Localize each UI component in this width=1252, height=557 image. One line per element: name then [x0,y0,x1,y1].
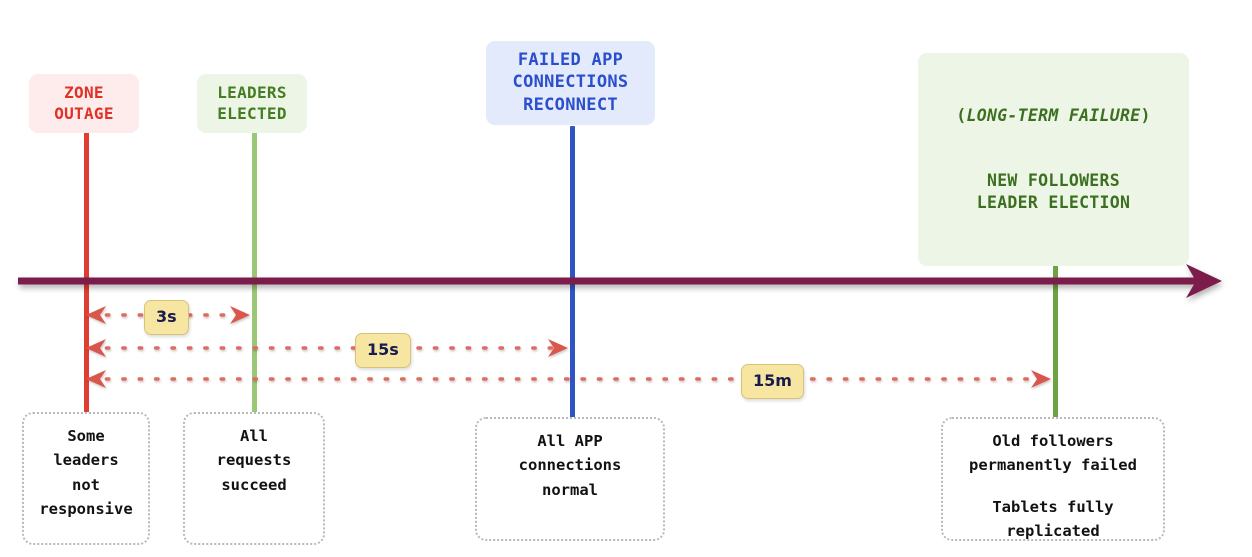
outcome-box-zone-outage: Some leaders not responsive [22,412,150,545]
event-label-failed-app-connections: FAILED APP CONNECTIONS RECONNECT [486,41,655,126]
duration-badge-3s: 3s [144,300,189,335]
event-line-leaders-elected [252,126,257,426]
outcome-text: Tablets fully replicated [992,497,1114,541]
outcome-box-long-term-failure: Old followers permanently failed Tablets… [941,417,1165,541]
event-label-long-term-failure: (LONG-TERM FAILURE) NEW FOLLOWERS LEADER… [918,53,1189,266]
outcome-text: Old followers permanently failed [969,432,1137,475]
event-line-zone-outage [84,126,89,426]
long-term-failure-lines: NEW FOLLOWERS LEADER ELECTION [976,170,1131,212]
event-label-leaders-elected: LEADERS ELECTED [197,74,307,134]
outcome-text: All requests succeed [216,427,292,494]
duration-badge-15s: 15s [355,333,411,368]
duration-badge-15m: 15m [741,364,804,399]
event-line-failed-app-connections [570,126,575,431]
time-axis-arrow [18,264,1222,298]
outcome-box-failed-app-connections: All APP connections normal [475,417,665,541]
outcome-text: Some leaders not responsive [39,427,133,519]
event-label-zone-outage: ZONE OUTAGE [29,74,139,134]
outcome-box-leaders-elected: All requests succeed [183,412,325,545]
duration-connector-15s [86,339,568,357]
duration-connector-15m [86,370,1051,388]
outcome-text: All APP connections normal [518,432,622,499]
long-term-failure-italic-line: (LONG-TERM FAILURE) [956,105,1151,125]
